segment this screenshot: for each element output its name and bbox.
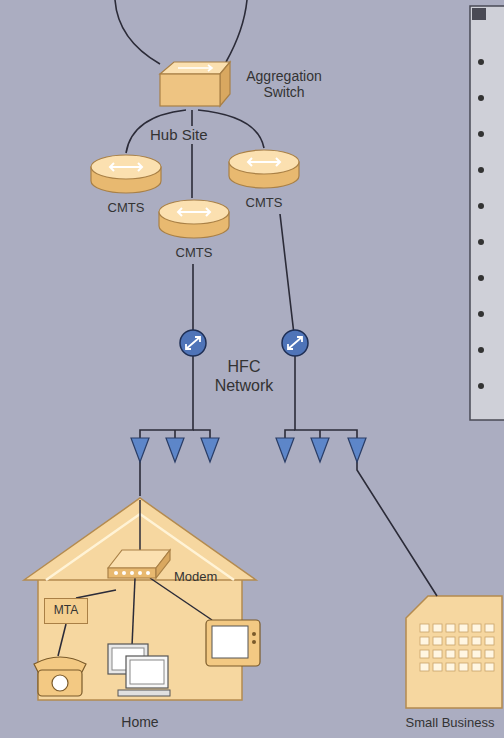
node-label: CMTS [226,196,302,211]
fiber-node [282,330,308,356]
cable-line [280,214,437,596]
aggregation-switch: Aggregation Switch [150,58,355,110]
television [206,620,260,666]
cable-line [140,264,193,496]
cmts-icon [226,148,302,192]
equipment-rack [470,6,504,420]
cmts-router: CMTS [226,148,305,214]
node-label: Aggregation Switch [236,68,332,100]
node-label: CMTS [88,201,164,216]
node-label: MTA [45,604,87,618]
cmts-icon [88,153,164,197]
fiber-node [180,330,206,356]
splitter-bus [175,430,320,440]
tap-splitter [131,438,366,462]
cable-modem: Modem [106,546,225,590]
cmts-router: CMTS [156,198,235,264]
computers [108,644,170,696]
cmts-icon [156,198,232,242]
node-label: Modem [174,570,222,585]
uplink-lines [115,0,247,64]
sw-icon [150,58,232,110]
node-label: CMTS [156,246,232,261]
node-label: Home [22,714,258,730]
region-label: HFC Network [208,357,280,395]
home-building: Home ModemMTA [22,496,261,736]
cmts-router: CMTS [88,153,167,219]
modem-icon [106,546,172,584]
cable-line [76,590,116,598]
small-business: Small Business [398,596,504,736]
region-label: Hub Site [148,126,210,144]
mta-box: MTA [44,598,88,624]
cable-line [191,110,193,198]
office-building [406,596,502,708]
node-label: Small Business [398,716,502,731]
house-drawing [24,498,260,700]
telephone [34,657,86,696]
